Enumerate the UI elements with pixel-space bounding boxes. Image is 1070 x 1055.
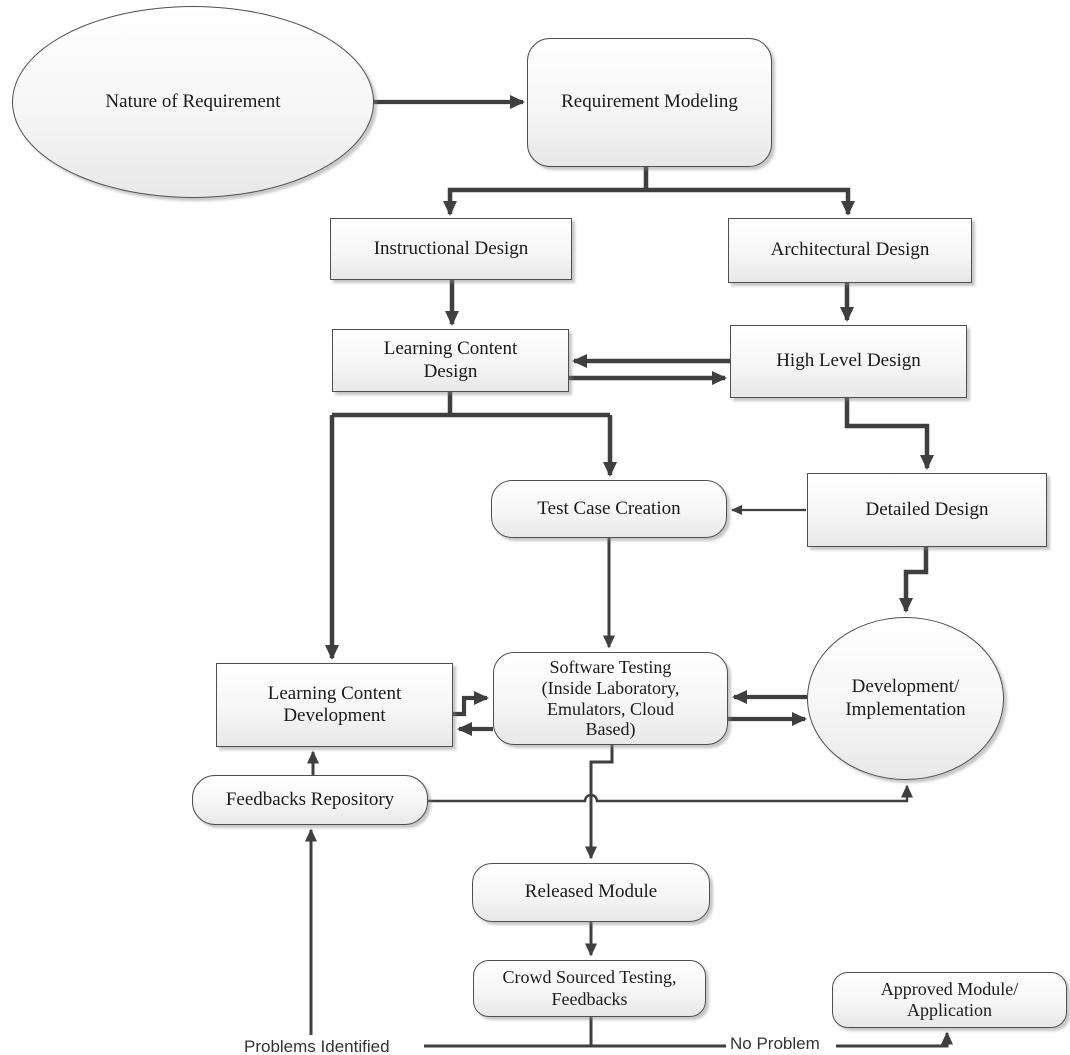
node-label: Feedbacks Repository [225,788,395,810]
arrow-no-problem-to-approved [836,1031,953,1048]
node-label: Nature of Requirement [105,90,281,112]
node-requirement-modeling: Requirement Modeling [527,38,772,167]
label-problems-identified: Problems Identified [244,1037,390,1055]
node-learning-content-development: Learning Content Development [216,663,453,747]
node-approved-module-application: Approved Module/ Application [832,972,1067,1028]
node-nature-of-requirement: Nature of Requirement [12,6,374,198]
node-label: Learning Content Design [383,338,518,382]
node-label: Detailed Design [865,498,989,520]
node-high-level-design: High Level Design [730,325,967,398]
node-label: Software Testing (Inside Laboratory, Emu… [541,656,680,740]
arrow-high-level-to-detailed-design [844,397,934,470]
node-crowd-sourced-testing: Crowd Sourced Testing, Feedbacks [473,960,706,1017]
node-released-module: Released Module [472,863,710,922]
arrow-lcdev-to-software-testing [453,691,489,717]
arrow-feedbacks-to-development [428,784,913,803]
node-label: Test Case Creation [537,497,681,519]
node-detailed-design: Detailed Design [807,473,1047,547]
node-instructional-design: Instructional Design [330,218,572,280]
arrow-detailed-design-to-development [899,547,929,613]
label-no-problem: No Problem [730,1034,820,1053]
node-label: Learning Content Development [267,682,402,726]
node-feedbacks-repository: Feedbacks Repository [192,775,428,825]
node-label: Released Module [524,881,658,903]
node-label: Approved Module/ Application [880,978,1019,1020]
node-label: Crowd Sourced Testing, Feedbacks [502,967,677,1009]
node-architectural-design: Architectural Design [728,218,972,283]
node-software-testing: Software Testing (Inside Laboratory, Emu… [493,652,728,745]
node-learning-content-design: Learning Content Design [332,329,569,392]
node-test-case-creation: Test Case Creation [491,480,727,538]
node-label: Requirement Modeling [561,91,738,113]
node-label: Architectural Design [770,239,930,261]
arrow-software-testing-to-released-module [585,745,614,860]
node-label: High Level Design [776,350,921,372]
node-development-implementation: Development/ Implementation [807,617,1004,780]
node-label: Development/ Implementation [845,676,966,720]
node-label: Instructional Design [373,237,529,259]
